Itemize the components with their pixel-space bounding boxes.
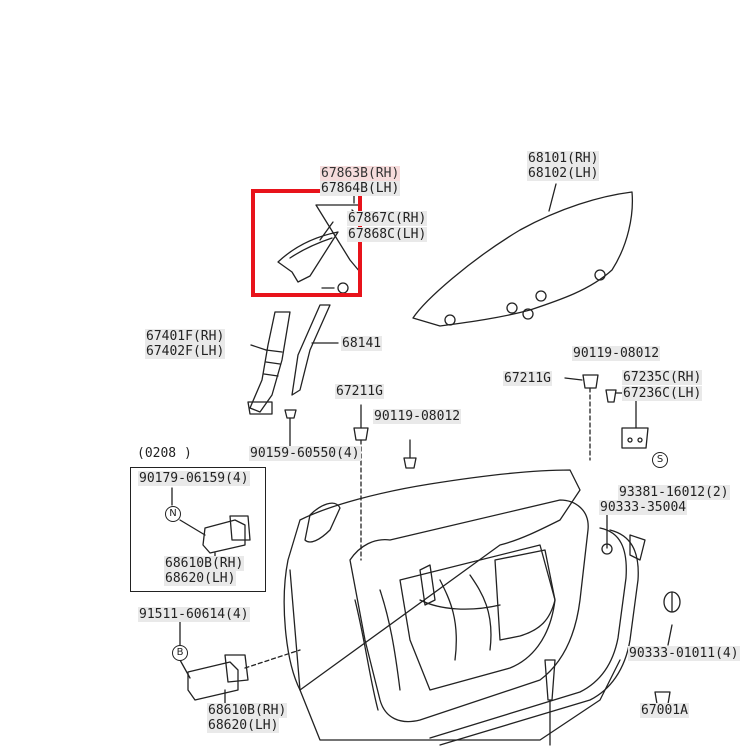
division-bar-shape	[247, 311, 291, 415]
part-label-68102[interactable]: 68102(LH)	[527, 166, 600, 181]
marker-s: S	[652, 452, 668, 468]
part-label-67001a[interactable]: 67001A	[640, 703, 689, 718]
part-label-90179[interactable]: 90179-06159(4)	[138, 471, 250, 486]
part-label-67864b[interactable]: 67864B(LH)	[320, 181, 401, 196]
part-label-67211g-b[interactable]: 67211G	[335, 384, 384, 399]
part-label-67402f[interactable]: 67402F(LH)	[145, 344, 226, 359]
inset-hinge-shape	[171, 487, 251, 561]
door-inner-panel-shape	[349, 499, 589, 723]
part-label-67236c[interactable]: 67236C(LH)	[622, 386, 703, 401]
lower-hinge-shape	[179, 621, 301, 704]
part-label-67211g-a[interactable]: 67211G	[503, 371, 552, 386]
marker-n: N	[165, 506, 181, 522]
part-label-67868c[interactable]: 67868C(LH)	[347, 227, 428, 242]
part-label-68620-inset[interactable]: 68620(LH)	[164, 571, 237, 586]
part-label-90119-b[interactable]: 90119-08012	[373, 409, 462, 424]
part-label-68620[interactable]: 68620(LH)	[207, 718, 280, 733]
door-glass-shape	[412, 183, 634, 327]
inset-frame	[130, 467, 266, 592]
leader-lines	[319, 221, 681, 746]
part-label-90333-35004[interactable]: 90333-35004	[599, 500, 688, 515]
part-label-90119-a[interactable]: 90119-08012	[572, 346, 661, 361]
part-label-68141[interactable]: 68141	[341, 336, 383, 351]
part-label-68101[interactable]: 68101(RH)	[527, 151, 600, 166]
run-channel-shape	[291, 304, 339, 396]
weatherstrip-shape	[429, 527, 646, 746]
marker-b: B	[172, 645, 188, 661]
fastener-shapes	[284, 374, 649, 561]
part-label-90159[interactable]: 90159-60550(4)	[249, 446, 361, 461]
part-label-67401f[interactable]: 67401F(RH)	[145, 329, 226, 344]
part-label-90333-01011[interactable]: 90333-01011(4)	[628, 646, 740, 661]
part-label-67863b[interactable]: 67863B(RH)	[320, 166, 401, 181]
door-shell-shape	[283, 469, 621, 741]
part-label-67235c[interactable]: 67235C(RH)	[622, 370, 703, 385]
part-label-68610b[interactable]: 68610B(RH)	[207, 703, 288, 718]
date-range-label: (0208 )	[137, 446, 192, 461]
part-label-67867c[interactable]: 67867C(RH)	[347, 211, 428, 226]
part-label-91511[interactable]: 91511-60614(4)	[138, 607, 250, 622]
part-label-93381[interactable]: 93381-16012(2)	[618, 485, 730, 500]
part-label-68610b-inset[interactable]: 68610B(RH)	[164, 556, 245, 571]
